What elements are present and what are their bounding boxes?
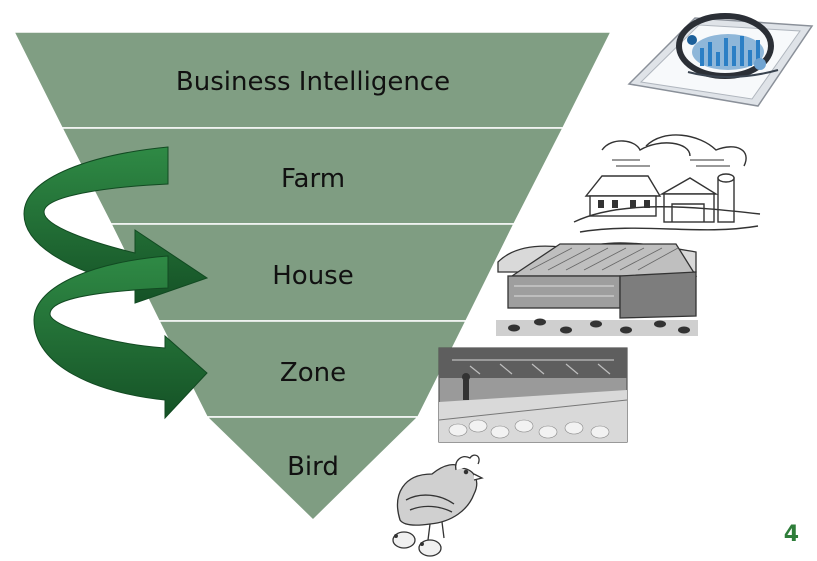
spiral-arrow-lower (33, 255, 208, 420)
tier-labels: Business Intelligence Farm House Zone Bi… (176, 67, 450, 482)
tier-label-house: House (272, 261, 353, 291)
spiral-arrows (23, 146, 209, 420)
farm-buildings-illustration (573, 134, 761, 233)
tier-label-business-intelligence: Business Intelligence (176, 67, 450, 97)
tier-bird (205, 416, 420, 522)
page-number: 4 (783, 522, 799, 547)
poultry-house-illustration (496, 242, 698, 336)
hen-with-chicks-illustration (392, 454, 484, 557)
dashboard-tablet-icon (627, 13, 814, 107)
pyramid (12, 31, 613, 522)
tier-label-farm: Farm (281, 164, 345, 194)
tier-label-bird: Bird (287, 452, 339, 482)
tier-label-zone: Zone (280, 358, 346, 388)
barn-interior-illustration (438, 347, 628, 443)
